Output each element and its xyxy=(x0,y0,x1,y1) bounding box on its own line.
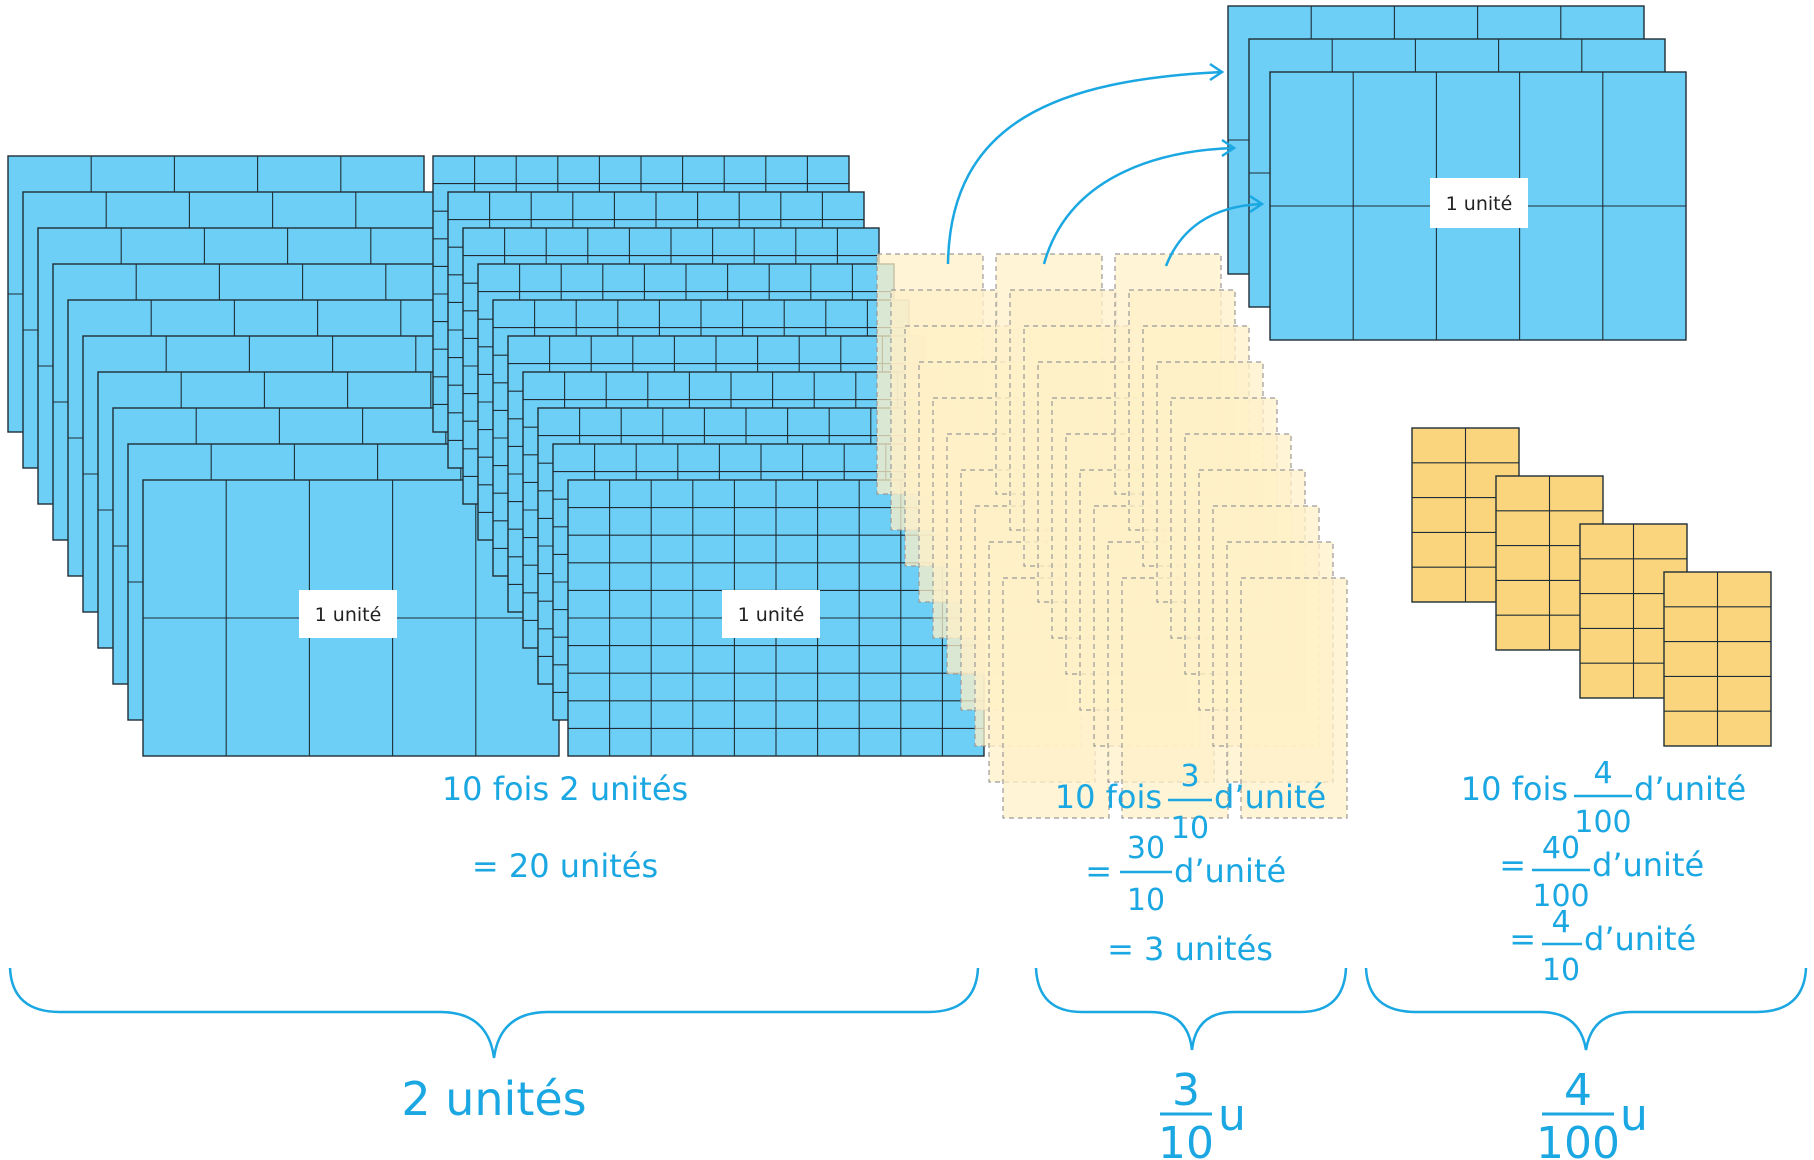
units-line-1: 10 fois 2 unités xyxy=(442,770,688,808)
tenth-blocks-stack xyxy=(876,253,1348,819)
svg-text:=: = xyxy=(1509,920,1536,958)
svg-text:10: 10 xyxy=(1171,811,1209,846)
unit-label-text: 1 unité xyxy=(1446,193,1513,215)
svg-text:10 fois: 10 fois xyxy=(1461,770,1568,808)
tenths-line-3: = 3 unités xyxy=(1107,930,1273,968)
svg-text:10: 10 xyxy=(1158,1118,1214,1160)
hundredths-line-1: 10 fois 4 100 d’unité xyxy=(1461,756,1746,840)
regroup-arrow xyxy=(946,62,1225,265)
regroup-arrow xyxy=(1164,194,1265,267)
svg-text:3: 3 xyxy=(1180,759,1199,794)
svg-text:d’unité: d’unité xyxy=(1634,770,1746,808)
svg-text:100: 100 xyxy=(1536,1118,1620,1160)
hundredths-brace xyxy=(1364,967,1808,1051)
svg-text:d’unité: d’unité xyxy=(1214,778,1326,816)
unit-label-middle: 1 unité xyxy=(722,590,820,638)
tenths-total: 3 10 u xyxy=(1158,1065,1246,1160)
svg-text:d’unité: d’unité xyxy=(1174,852,1286,890)
svg-text:=: = xyxy=(1499,846,1526,884)
hundredths-total: 4 100 u xyxy=(1536,1065,1648,1160)
svg-text:3: 3 xyxy=(1172,1065,1200,1116)
units-total: 2 unités xyxy=(401,1072,586,1126)
regrouped-unit-blocks xyxy=(1227,5,1687,341)
regroup-arrows xyxy=(946,62,1265,267)
svg-text:10: 10 xyxy=(1542,953,1580,988)
unit-label-text: 1 unité xyxy=(315,604,382,626)
hundredths-line-3: = 4 10 d’unité xyxy=(1509,905,1696,988)
svg-text:100: 100 xyxy=(1574,805,1631,840)
svg-text:d’unité: d’unité xyxy=(1592,846,1704,884)
svg-text:10: 10 xyxy=(1127,883,1165,918)
svg-text:10 fois: 10 fois xyxy=(1055,778,1162,816)
tenth-strip xyxy=(1240,577,1348,819)
svg-text:4: 4 xyxy=(1564,1065,1592,1116)
hundredth-piece xyxy=(1663,571,1772,747)
tenths-line-2: = 30 10 d’unité xyxy=(1085,831,1286,918)
svg-text:d’unité: d’unité xyxy=(1584,920,1696,958)
svg-text:100: 100 xyxy=(1532,879,1589,914)
hundredths-line-2: = 40 100 d’unité xyxy=(1499,831,1704,914)
svg-text:u: u xyxy=(1218,1090,1246,1141)
svg-text:4: 4 xyxy=(1551,905,1570,940)
svg-text:30: 30 xyxy=(1127,831,1165,866)
units-brace xyxy=(8,967,980,1059)
svg-text:=: = xyxy=(1085,852,1112,890)
unit-label-left: 1 unité xyxy=(299,590,397,638)
svg-text:4: 4 xyxy=(1593,756,1612,791)
unit-blocks-stack xyxy=(7,155,985,757)
svg-text:u: u xyxy=(1620,1090,1648,1141)
unit-label-regrouped: 1 unité xyxy=(1430,178,1528,228)
svg-text:40: 40 xyxy=(1542,831,1580,866)
unit-label-text: 1 unité xyxy=(738,604,805,626)
hundredth-blocks-stack xyxy=(1411,427,1772,747)
tenths-line-1: 10 fois 3 10 d’unité xyxy=(1055,759,1326,846)
tenths-brace xyxy=(1034,967,1348,1051)
units-line-2: = 20 unités xyxy=(472,847,658,885)
regroup-arrow xyxy=(1042,138,1237,265)
